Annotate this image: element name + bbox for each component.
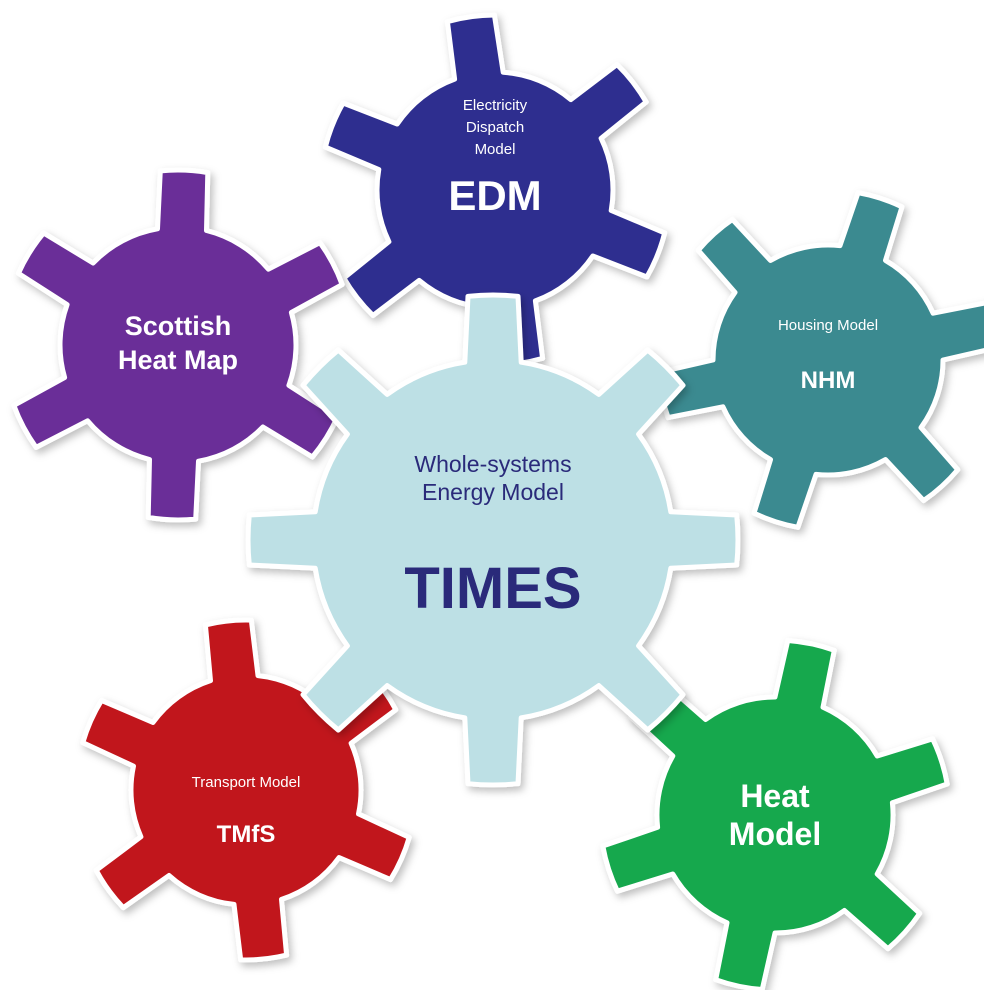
tmfs-title-line: TMfS <box>217 821 276 848</box>
tmfs-subtitle: Transport Model <box>192 774 301 791</box>
edm-title: EDM <box>448 172 541 219</box>
times-title: TIMES <box>404 556 581 621</box>
gear-heat-model-shape <box>600 638 950 990</box>
gear-times-shape <box>245 292 741 788</box>
edm-title-line: EDM <box>448 172 541 219</box>
edm-subtitle-line: Dispatch <box>466 119 524 136</box>
heat-model-title-line: Heat <box>740 778 810 814</box>
edm-subtitle-line: Electricity <box>463 97 528 114</box>
nhm-subtitle: Housing Model <box>778 317 878 334</box>
gear-nhm-shape <box>656 190 984 530</box>
tmfs-subtitle-line: Transport Model <box>192 774 301 791</box>
gear-nhm: Housing Model NHM <box>656 190 984 530</box>
nhm-subtitle-line: Housing Model <box>778 317 878 334</box>
times-subtitle-line: Whole-systems <box>414 451 571 477</box>
tmfs-title: TMfS <box>217 821 276 848</box>
gear-edm-shape <box>322 12 668 368</box>
nhm-title-line: NHM <box>801 367 856 394</box>
nhm-title: NHM <box>801 367 856 394</box>
heat-model-title-line: Model <box>729 816 821 852</box>
scottish-heat-map-title-line: Scottish <box>125 311 232 341</box>
gear-scottish-heat-map-shape <box>11 167 345 523</box>
scottish-heat-map-title-line: Heat Map <box>118 345 238 375</box>
edm-subtitle-line: Model <box>475 141 516 158</box>
times-subtitle-line: Energy Model <box>422 479 564 505</box>
times-title-line: TIMES <box>404 556 581 621</box>
